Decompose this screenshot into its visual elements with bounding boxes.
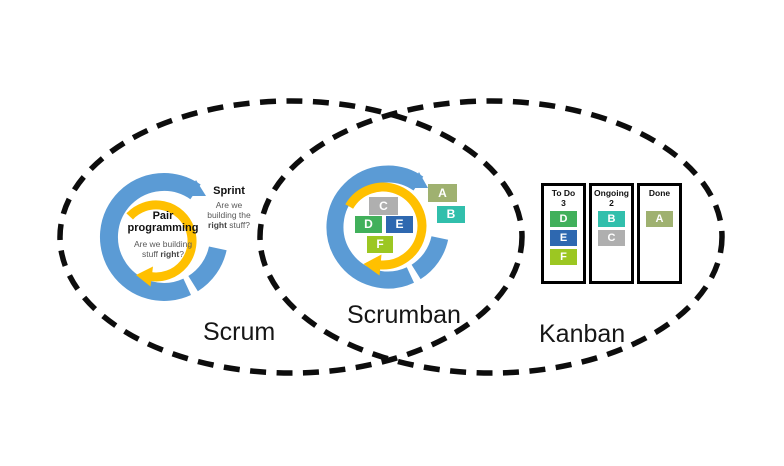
kanban-card: F: [550, 249, 577, 265]
kanban-column-limit: 2: [609, 198, 614, 208]
pair-question: Are we building stuff right?: [118, 239, 208, 259]
scrumban-task-e: E: [386, 216, 413, 233]
kanban-card: A: [646, 211, 673, 227]
scrumban-yellow-arc: [345, 182, 427, 270]
sprint-question-rest: stuff?: [226, 220, 250, 230]
kanban-card: B: [598, 211, 625, 227]
sprint-title: Sprint: [213, 185, 245, 197]
pair-programming-title: Pair programming: [118, 210, 208, 234]
kanban-column-ongoing: Ongoing 2 B C: [589, 183, 634, 284]
scrum-blue-arc-main: [99, 173, 201, 301]
kanban-ellipse: [257, 98, 725, 376]
pair-title-line2: programming: [127, 222, 199, 234]
scrumban-blue-arc-tip: [410, 172, 428, 188]
scrumban-blue-arc-main: [326, 165, 424, 289]
kanban-column-title: Done: [648, 188, 671, 198]
scrum-ellipse: [57, 98, 525, 376]
pair-question-line2: stuff right?: [118, 249, 208, 259]
kanban-column-title: Ongoing: [594, 188, 629, 198]
scrum-blue-arc-tip: [187, 180, 206, 196]
scrumban-task-f: F: [367, 236, 393, 253]
scrumban-region-label: Scrumban: [347, 301, 461, 329]
pair-question-post: ?: [179, 249, 184, 259]
kanban-column-title: To Do: [551, 188, 576, 198]
scrum-blue-arc-segment: [187, 246, 227, 292]
scrum-yellow-arrowhead: [136, 266, 153, 287]
scrumban-task-b: B: [437, 206, 465, 223]
scrumban-yellow-arrowhead: [363, 254, 382, 276]
pair-question-bold-word: right: [160, 249, 180, 259]
scrumban-task-c: C: [369, 197, 398, 215]
sprint-question: Are we building the right stuff?: [196, 200, 262, 230]
kanban-column-done: Done A: [637, 183, 682, 284]
sprint-question-bold-word: right: [208, 220, 227, 230]
pair-question-pre: stuff: [142, 249, 161, 259]
kanban-region-label: Kanban: [539, 320, 626, 348]
scrum-region-label: Scrum: [203, 318, 276, 346]
kanban-card: C: [598, 230, 625, 246]
pair-title-line1: Pair: [152, 210, 174, 222]
scrumban-task-a: A: [428, 184, 457, 202]
scrum-yellow-arc: [126, 200, 197, 282]
sprint-question-line1: Are we: [215, 200, 243, 210]
sprint-annotation: Sprint Are we building the right stuff?: [196, 185, 262, 230]
pair-programming-annotation: Pair programming Are we building stuff r…: [118, 210, 208, 259]
sprint-question-line2: building the: [207, 210, 251, 220]
pair-question-line1: Are we building: [133, 239, 193, 249]
kanban-card: E: [550, 230, 577, 246]
scrumban-task-d: D: [355, 216, 382, 233]
kanban-column-todo: To Do 3 D E F: [541, 183, 586, 284]
kanban-card: D: [550, 211, 577, 227]
kanban-board: To Do 3 D E F Ongoing 2 B C Done A: [541, 183, 682, 284]
kanban-column-limit: 3: [561, 198, 566, 208]
sprint-question-line3: right stuff?: [196, 220, 262, 230]
scrumban-blue-arc-segment: [411, 235, 449, 280]
